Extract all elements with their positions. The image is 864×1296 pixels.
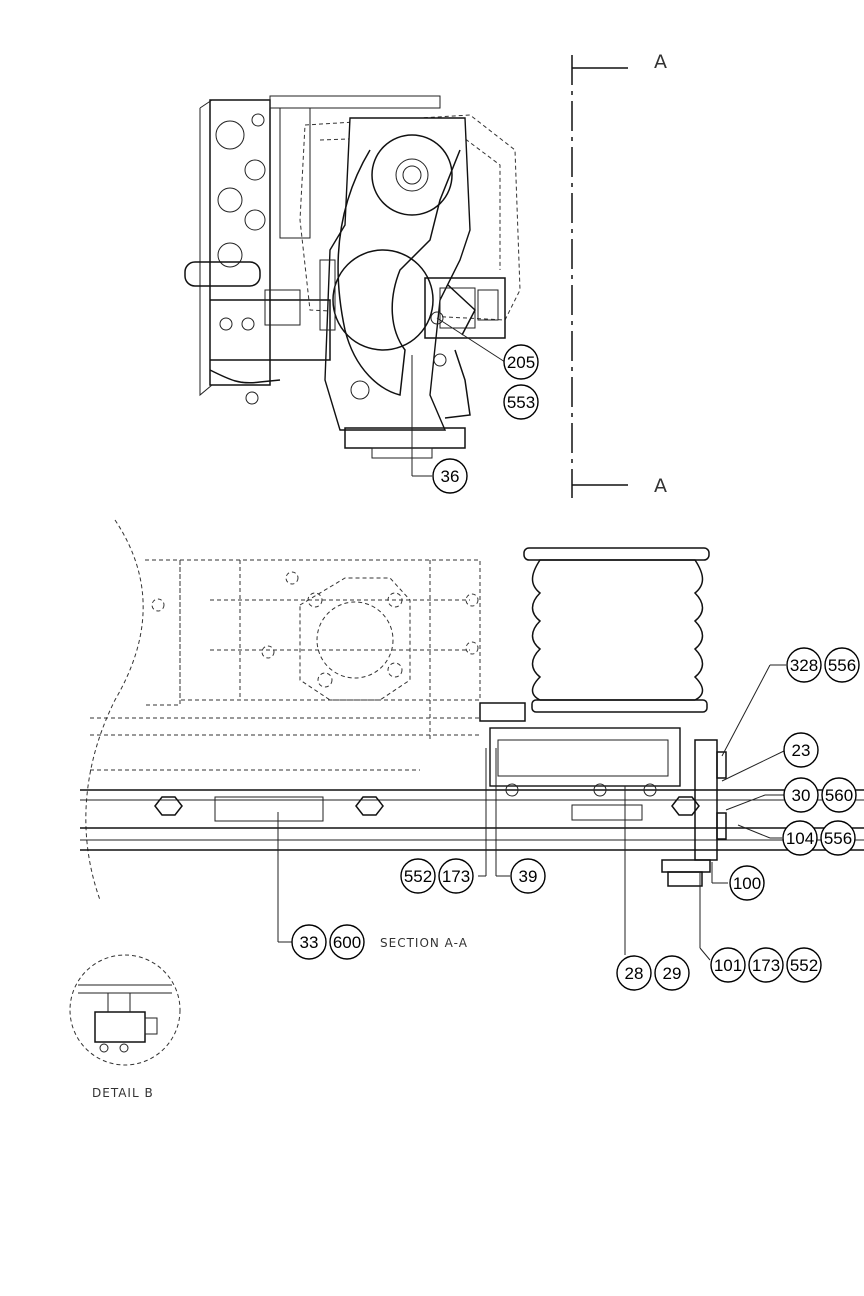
callout-bubble: 173: [748, 947, 784, 983]
callout-bubble: 556: [824, 647, 860, 683]
callout-bubble: 205: [503, 344, 539, 380]
svg-text:29: 29: [663, 964, 682, 983]
callout-bubble: 560: [821, 777, 857, 813]
svg-text:205: 205: [507, 353, 535, 372]
callout-bubble: 101: [710, 947, 746, 983]
svg-text:28: 28: [625, 964, 644, 983]
svg-text:556: 556: [828, 656, 856, 675]
callout-bubble: 39: [510, 858, 546, 894]
callout-bubble: 30: [783, 777, 819, 813]
section-view: [80, 519, 864, 901]
top-view: [184, 95, 521, 459]
svg-text:39: 39: [519, 867, 538, 886]
callout-bubble: 28: [616, 955, 652, 991]
svg-text:100: 100: [733, 874, 761, 893]
callout-bubble: 29: [654, 955, 690, 991]
section-line: A A: [571, 51, 668, 498]
svg-text:173: 173: [442, 867, 470, 886]
svg-text:328: 328: [790, 656, 818, 675]
svg-text:173: 173: [752, 956, 780, 975]
callout-bubble: 556: [820, 820, 856, 856]
leader-lines: [277, 317, 787, 961]
callout-bubble: 328: [786, 647, 822, 683]
callout-bubble: 552: [786, 947, 822, 983]
svg-text:33: 33: [300, 933, 319, 952]
svg-text:556: 556: [824, 829, 852, 848]
svg-text:30: 30: [792, 786, 811, 805]
callout-bubble: 553: [503, 384, 539, 420]
callout-bubble: 173: [438, 858, 474, 894]
callout-bubble: 23: [783, 732, 819, 768]
svg-text:552: 552: [790, 956, 818, 975]
detail-caption: DETAIL B: [92, 1086, 154, 1100]
callout-bubble: 100: [729, 865, 765, 901]
svg-text:36: 36: [441, 467, 460, 486]
callout-bubble: 36: [432, 458, 468, 494]
callout-bubbles: 205 553 36 328 556 23 30 560: [291, 344, 860, 991]
callout-bubble: 104: [782, 820, 818, 856]
svg-text:560: 560: [825, 786, 853, 805]
svg-text:552: 552: [404, 867, 432, 886]
callout-bubble: 600: [329, 924, 365, 960]
section-letter-top: A: [654, 51, 668, 73]
section-letter-bottom: A: [654, 475, 668, 497]
svg-text:23: 23: [792, 741, 811, 760]
callout-bubble: 33: [291, 924, 327, 960]
callout-bubble: 552: [400, 858, 436, 894]
svg-text:101: 101: [714, 956, 742, 975]
section-caption: SECTION A-A: [380, 936, 468, 950]
detail-b-view: [69, 954, 181, 1066]
svg-text:600: 600: [333, 933, 361, 952]
svg-text:104: 104: [786, 829, 814, 848]
svg-text:553: 553: [507, 393, 535, 412]
